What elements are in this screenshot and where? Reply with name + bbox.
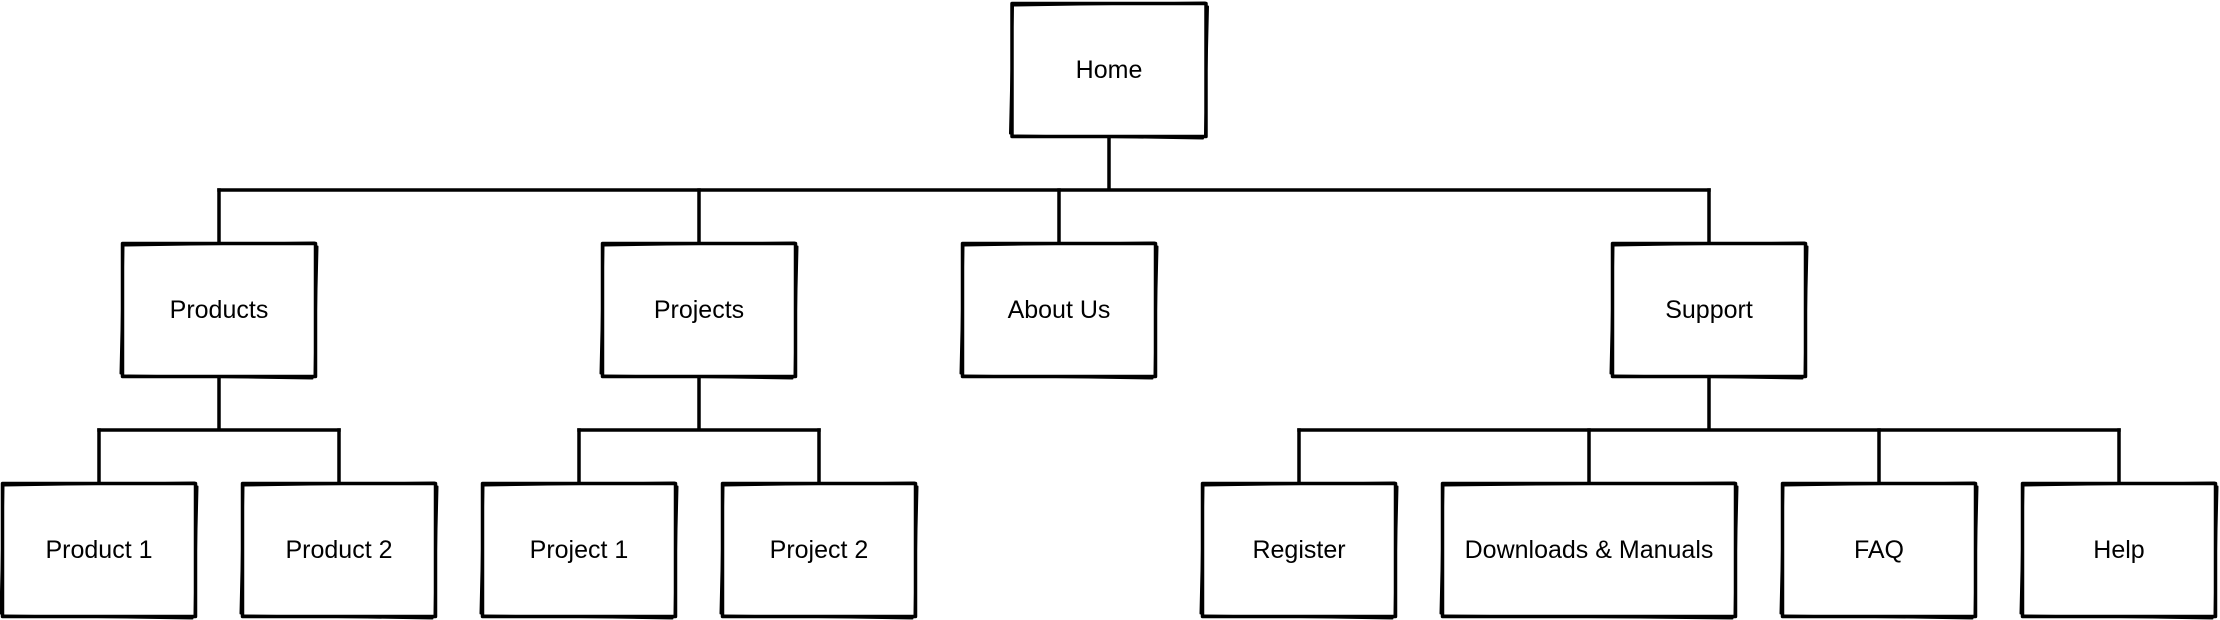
node-home: Home xyxy=(1009,1,1209,140)
connector-projects-trunk xyxy=(577,374,821,432)
node-home-label: Home xyxy=(1076,56,1143,84)
connector-lines xyxy=(97,134,2121,486)
node-project-2: Project 2 xyxy=(719,481,919,620)
node-product-2: Product 2 xyxy=(239,481,439,620)
node-project-1-label: Project 1 xyxy=(530,536,629,564)
connector-support-trunk xyxy=(1297,374,2121,432)
node-project-1: Project 1 xyxy=(479,481,679,620)
node-help: Help xyxy=(2019,481,2219,620)
node-products-label: Products xyxy=(170,296,269,324)
connector-home-trunk xyxy=(217,134,1711,192)
node-product-1: Product 1 xyxy=(0,481,199,620)
node-downloads-manuals: Downloads & Manuals xyxy=(1439,481,1739,620)
node-support: Support xyxy=(1609,241,1809,380)
node-about-us: About Us xyxy=(959,241,1159,380)
node-support-label: Support xyxy=(1665,296,1753,324)
node-products: Products xyxy=(119,241,319,380)
node-project-2-label: Project 2 xyxy=(770,536,869,564)
node-help-label: Help xyxy=(2093,536,2144,564)
node-product-1-label: Product 1 xyxy=(45,536,152,564)
node-faq: FAQ xyxy=(1779,481,1979,620)
connector-products-trunk xyxy=(97,374,341,432)
node-about-us-label: About Us xyxy=(1008,296,1111,324)
node-register-label: Register xyxy=(1252,536,1345,564)
node-register: Register xyxy=(1199,481,1399,620)
node-projects-label: Projects xyxy=(654,296,744,324)
node-faq-label: FAQ xyxy=(1854,536,1904,564)
node-downloads-manuals-label: Downloads & Manuals xyxy=(1465,536,1714,564)
node-projects: Projects xyxy=(599,241,799,380)
node-product-2-label: Product 2 xyxy=(285,536,392,564)
